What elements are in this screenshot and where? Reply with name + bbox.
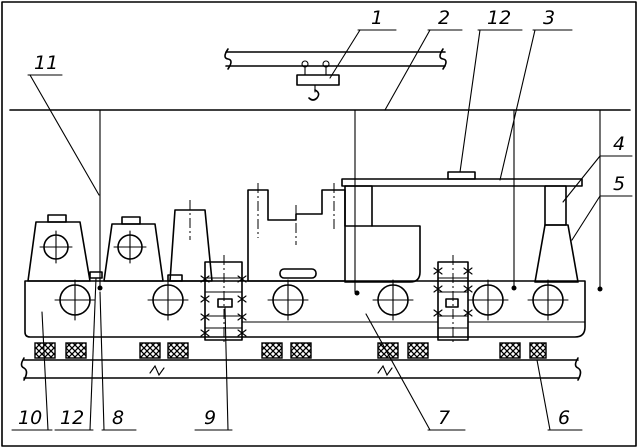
callout-5-label: 5 xyxy=(613,173,625,195)
callout-3-label: 3 xyxy=(543,7,555,29)
callout-7: 7 xyxy=(365,313,466,431)
foundation-rail xyxy=(20,357,582,381)
support-5 xyxy=(534,224,579,283)
callout-12-bottom: 12 xyxy=(54,277,97,431)
right-middle-block xyxy=(344,225,421,283)
hoist xyxy=(296,60,340,101)
left-stand-1 xyxy=(27,214,91,282)
top-beam xyxy=(341,171,583,227)
callout-6: 6 xyxy=(536,359,583,431)
support-pads xyxy=(34,342,547,359)
suspension-lines xyxy=(97,109,603,296)
callout-1: 1 xyxy=(329,7,397,79)
coupling-block-right xyxy=(433,255,473,345)
callout-2-label: 2 xyxy=(438,7,450,29)
post-4 xyxy=(544,185,567,226)
callout-10: 10 xyxy=(11,311,53,431)
callout-4-label: 4 xyxy=(613,133,625,155)
callout-11: 11 xyxy=(27,52,100,196)
left-stand-2 xyxy=(103,216,164,282)
callout-1-label: 1 xyxy=(371,7,383,29)
crane-beam xyxy=(224,48,447,70)
callout-6-label: 6 xyxy=(558,407,570,429)
coupling-block-9 xyxy=(200,255,247,345)
callout-9-label: 9 xyxy=(204,407,216,429)
callout-10-label: 10 xyxy=(18,407,42,429)
callout-12-top: 12 xyxy=(459,7,523,173)
callout-3: 3 xyxy=(499,7,573,181)
callout-12-bottom-label: 12 xyxy=(60,407,84,429)
callout-4: 4 xyxy=(562,133,633,203)
callout-8: 8 xyxy=(99,291,137,431)
callout-5: 5 xyxy=(571,173,633,241)
callout-9: 9 xyxy=(194,307,233,431)
callout-11-label: 11 xyxy=(34,52,58,74)
main-base xyxy=(24,280,586,338)
callout-8-label: 8 xyxy=(112,407,124,429)
middle-frame xyxy=(247,183,346,282)
base-holes xyxy=(54,279,569,321)
callout-2: 2 xyxy=(384,7,463,111)
callout-12-top-label: 12 xyxy=(487,7,511,29)
callout-7-label: 7 xyxy=(438,407,450,429)
hook-icon xyxy=(308,89,320,101)
